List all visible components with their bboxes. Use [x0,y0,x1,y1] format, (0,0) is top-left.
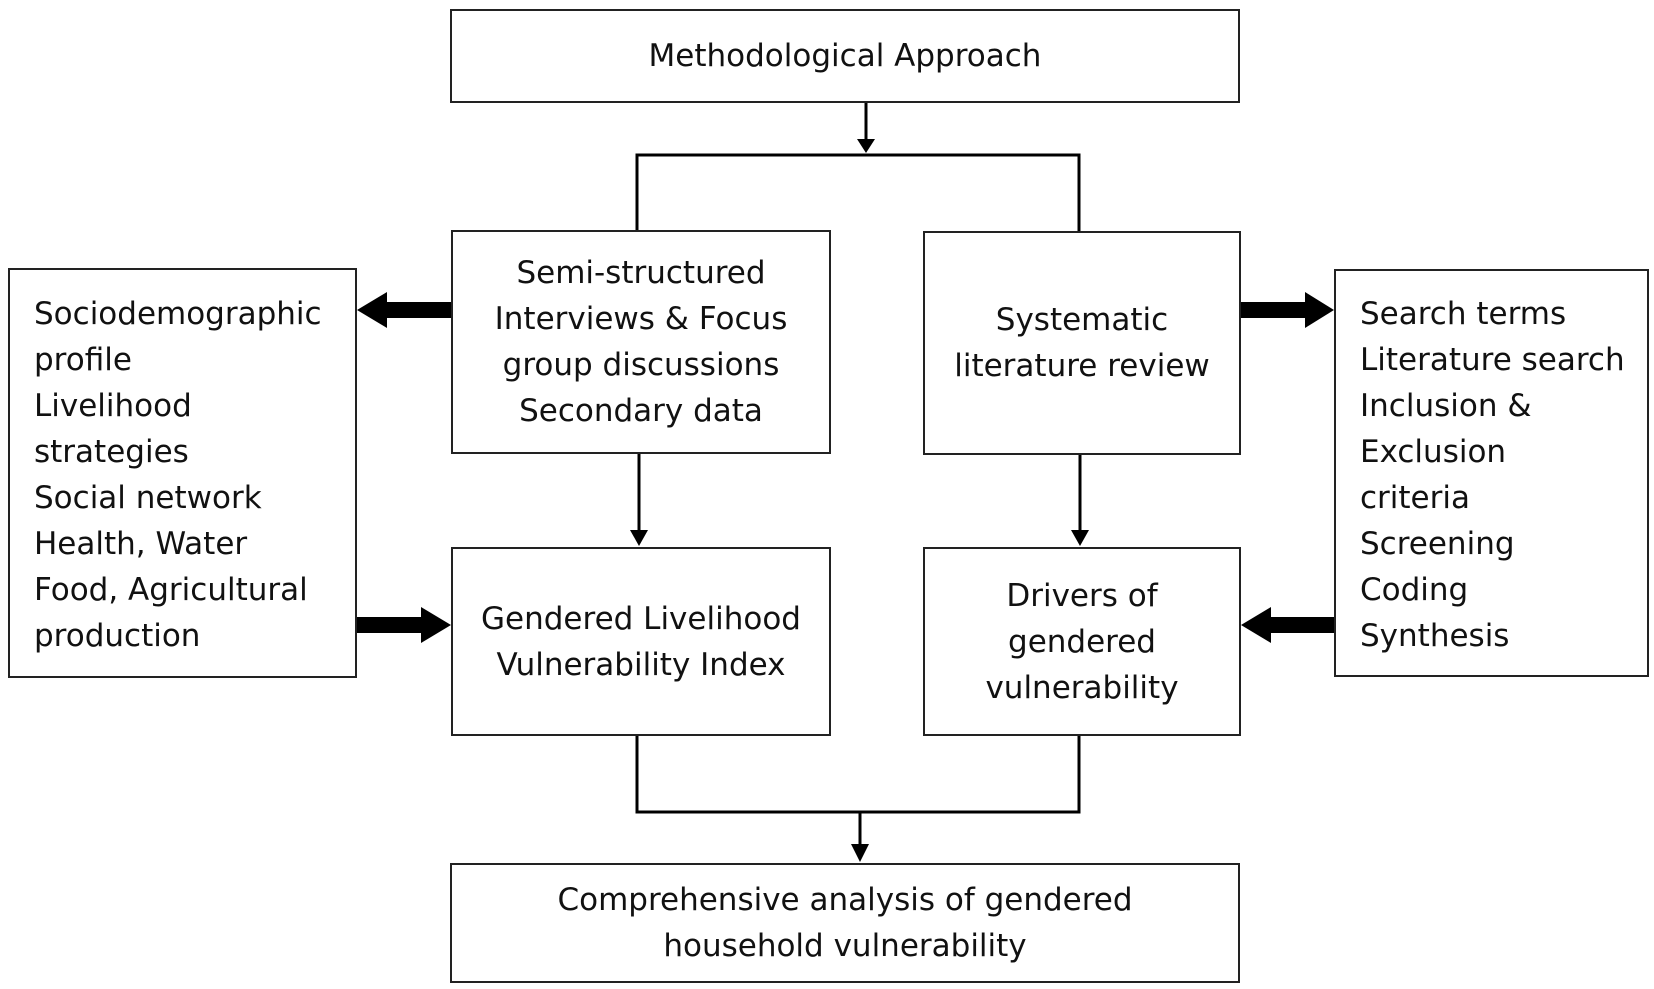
thick-arrowhead-to-drivers [1241,607,1271,643]
review-steps-panel: Search terms Literature search Inclusion… [1334,269,1649,677]
methodological-approach-label: Methodological Approach [648,38,1042,74]
thick-arrowhead-to-left-panel [357,292,387,328]
panel-line: Search terms [1360,296,1567,332]
drivers-line: gendered [1008,623,1156,660]
panel-line: profile [34,342,132,378]
comprehensive-analysis-line: Comprehensive analysis of gendered [557,882,1133,918]
panel-line: Social network [34,480,262,516]
panel-line: Screening [1360,526,1515,562]
thick-arrow-shaft-to-right-panel [1241,302,1307,318]
panel-line: strategies [34,434,189,470]
sociodemographic-panel: Sociodemographic profile Livelihood stra… [8,268,357,678]
arrowhead-merge-down [851,844,869,862]
panel-line: criteria [1360,480,1470,516]
thick-arrow-shaft-to-left-panel [385,302,451,318]
panel-line: Food, Agricultural [34,572,308,608]
glvi-line: Vulnerability Index [496,646,786,683]
panel-line: Exclusion [1360,434,1507,470]
arrowhead-interviews-glvi [630,530,648,546]
panel-line: Livelihood [34,388,192,424]
comprehensive-analysis-box: Comprehensive analysis of gendered house… [450,863,1240,983]
interviews-line: group discussions [502,347,780,383]
drivers-line: Drivers of [1006,577,1158,614]
drivers-line: vulnerability [985,669,1179,706]
thick-arrowhead-to-glvi [421,607,451,643]
interviews-line: Secondary data [519,393,763,429]
literature-review-box: Systematic literature review [923,231,1241,455]
comprehensive-analysis-line: household vulnerability [663,928,1027,964]
panel-line: Coding [1360,572,1469,608]
panel-line: Health, Water [34,526,248,562]
drivers-box: Drivers of gendered vulnerability [923,547,1241,736]
interviews-line: Interviews & Focus [494,301,788,337]
methodological-approach-box: Methodological Approach [450,9,1240,103]
panel-line: Inclusion & [1360,388,1532,424]
panel-line: Synthesis [1360,618,1510,654]
interviews-box: Semi-structured Interviews & Focus group… [451,230,831,454]
arrowhead-review-drivers [1071,530,1089,546]
glvi-line: Gendered Livelihood [481,600,801,637]
glvi-box: Gendered Livelihood Vulnerability Index [451,547,831,736]
connector-branch-top [635,153,1081,231]
thick-arrow-shaft-to-glvi [357,617,423,633]
thick-arrow-shaft-to-drivers [1269,617,1334,633]
thick-arrowhead-to-right-panel [1305,292,1334,328]
panel-line: production [34,618,201,654]
arrowhead-top-down [857,139,875,153]
literature-review-line: literature review [954,348,1210,384]
panel-line: Literature search [1360,342,1625,378]
connector-merge-bottom [635,736,1081,814]
panel-line: Sociodemographic [34,296,322,332]
literature-review-line: Systematic [995,302,1169,338]
interviews-line: Semi-structured [516,255,766,291]
